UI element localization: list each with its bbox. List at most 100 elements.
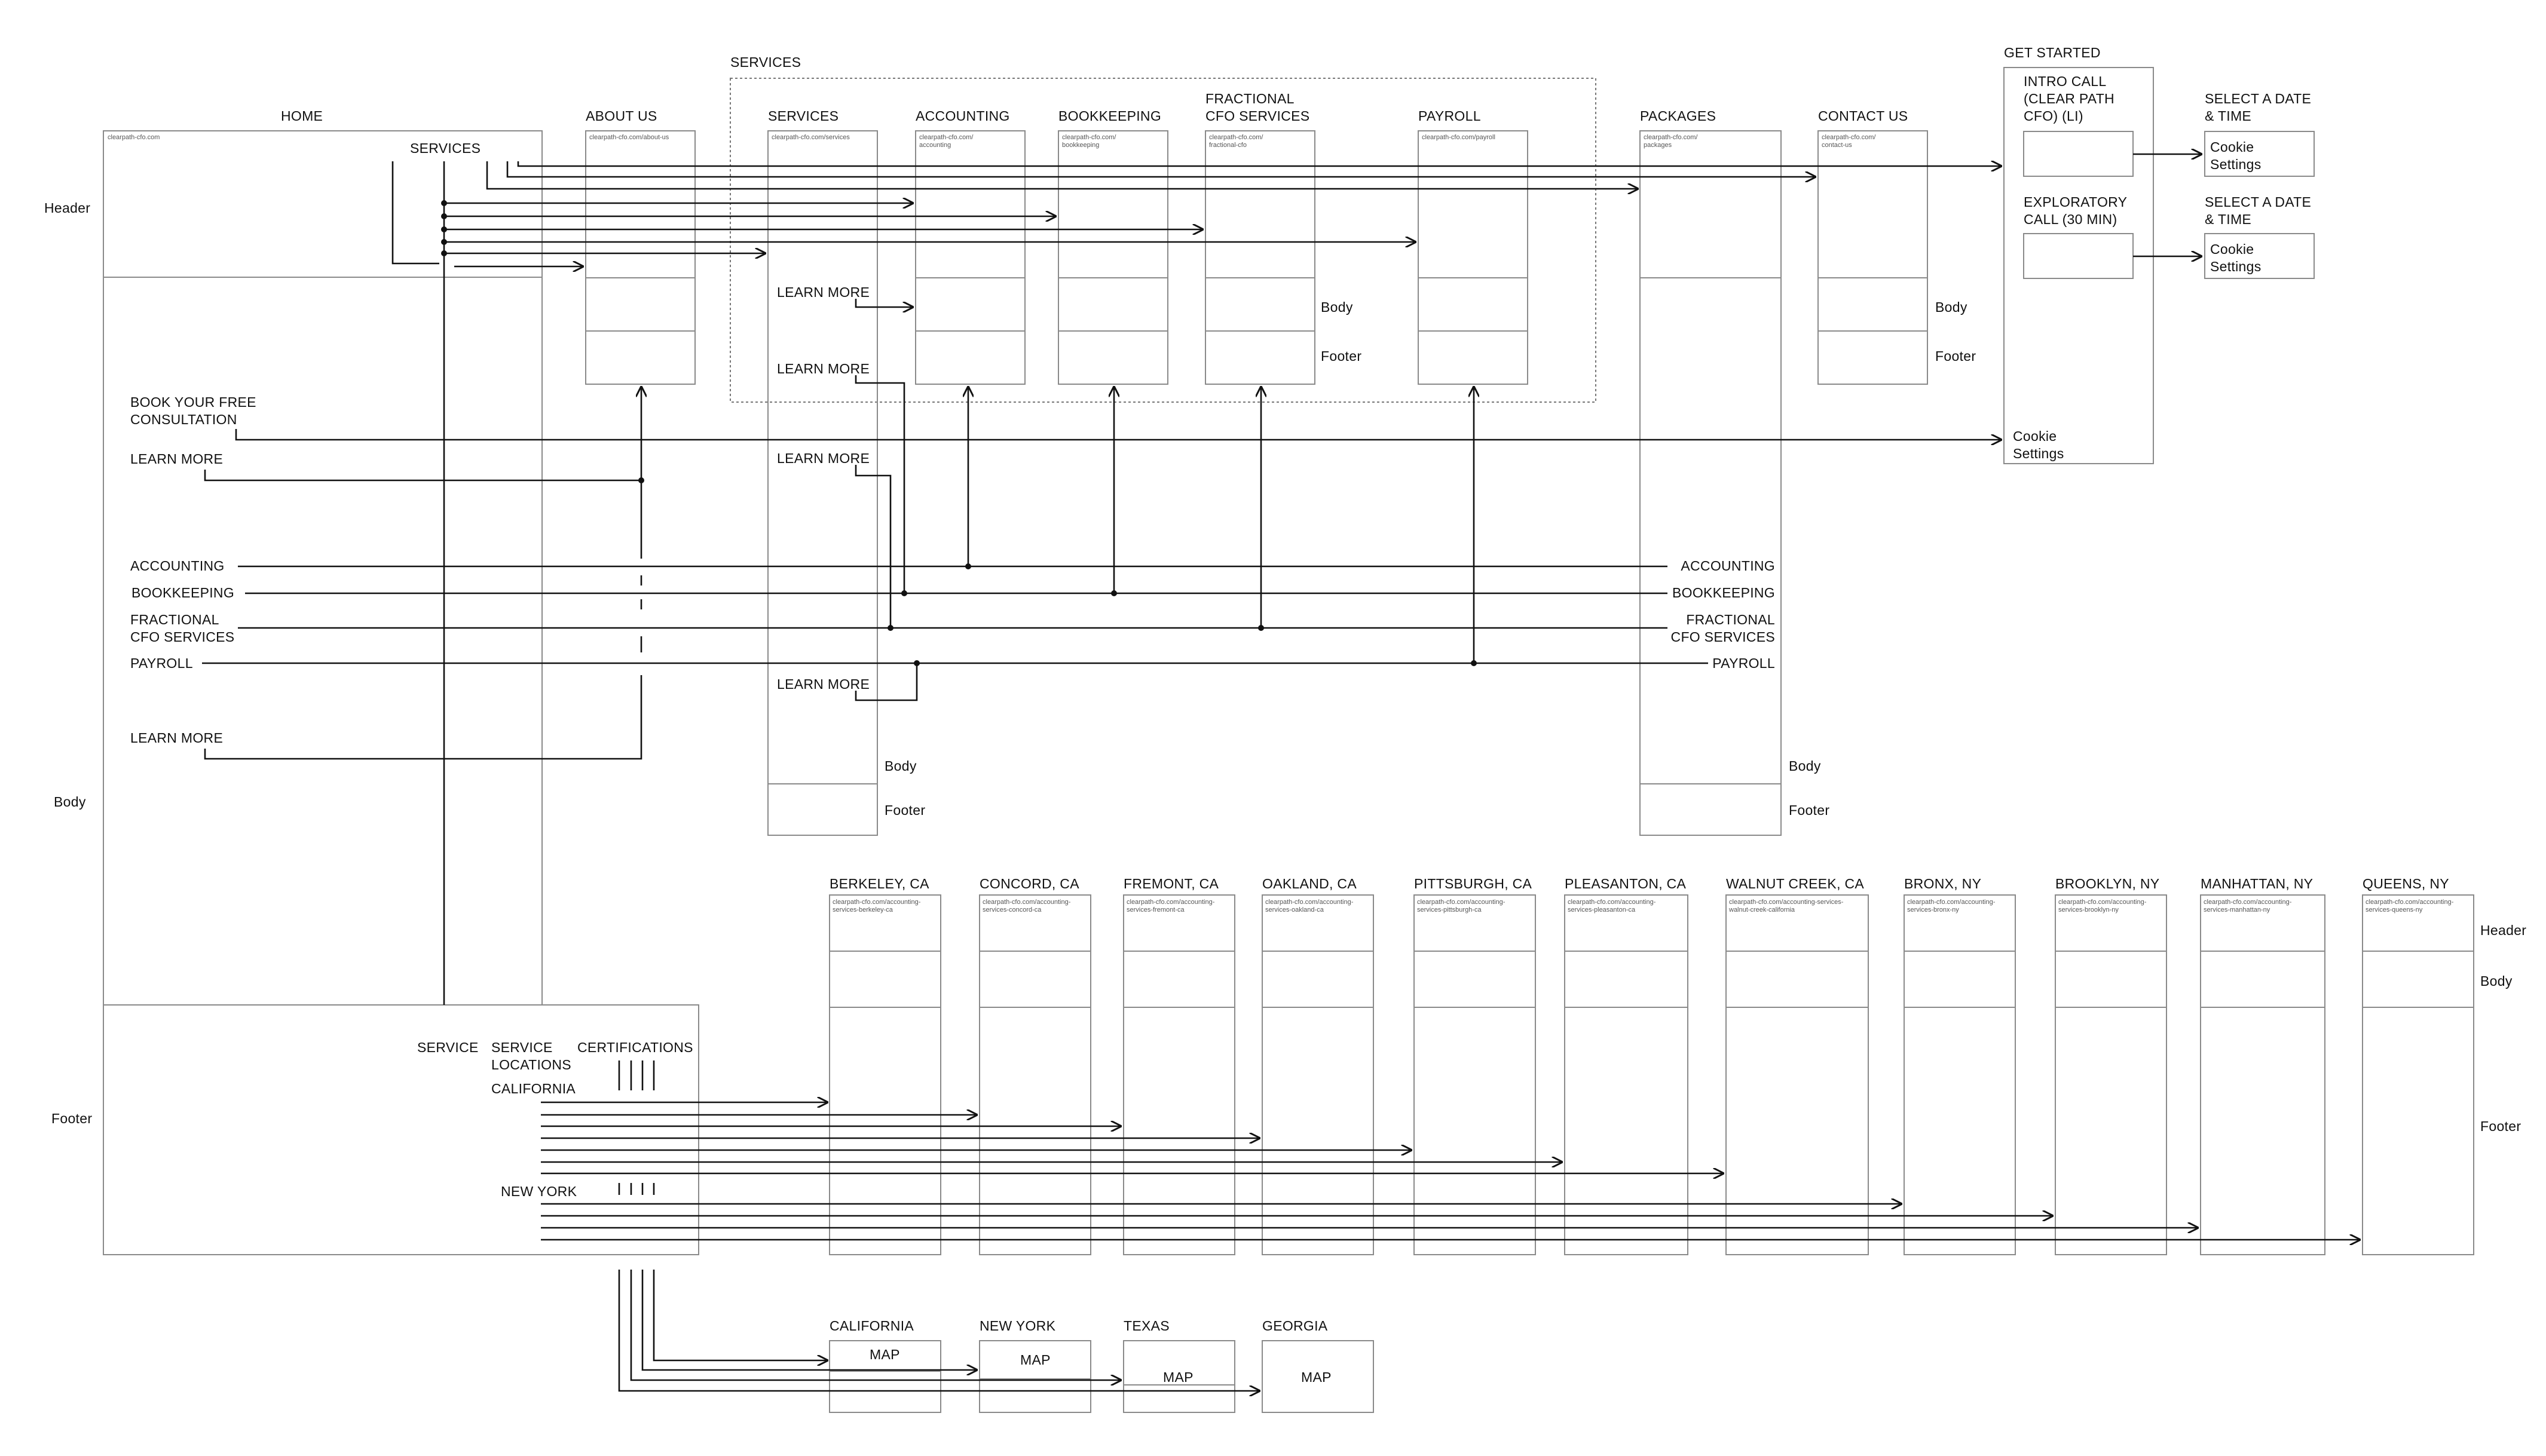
intro-call-box[interactable]: [2023, 131, 2134, 177]
services-learn-more-1[interactable]: LEARN MORE: [777, 284, 870, 300]
location-title: PLEASANTON, CA: [1565, 876, 1687, 891]
packages-payroll[interactable]: PAYROLL: [1712, 655, 1775, 671]
home-fractional-line1[interactable]: FRACTIONAL: [130, 612, 219, 627]
get-started-cookie-line1[interactable]: Cookie: [2013, 428, 2057, 444]
map-title: CALIFORNIA: [830, 1318, 914, 1334]
services-footer-label: Footer: [885, 802, 925, 818]
location-page-oakland: OAKLAND, CA clearpath-cfo.com/accounting…: [1262, 876, 1374, 1255]
home-footer-box: [103, 1004, 699, 1255]
intro-call-line2[interactable]: (CLEAR PATH: [2024, 91, 2114, 106]
services-page: SERVICES clearpath-cfo.com/services LEAR…: [767, 108, 925, 836]
payroll-page: PAYROLL clearpath-cfo.com/payroll: [1418, 108, 1528, 385]
accounting-title: ACCOUNTING: [916, 108, 1010, 124]
map-label: MAP: [870, 1347, 900, 1362]
home-footer-new-york[interactable]: NEW YORK: [501, 1184, 577, 1199]
about-url: clearpath-cfo.com/about-us: [589, 134, 669, 141]
select-date-1-cookie-line1[interactable]: Cookie: [2210, 139, 2254, 155]
fractional-body-label: Body: [1321, 299, 1353, 315]
home-fractional-line2[interactable]: CFO SERVICES: [130, 629, 234, 645]
exploratory-call-line2[interactable]: CALL (30 MIN): [2024, 211, 2117, 227]
packages-fractional-line1[interactable]: FRACTIONAL: [1686, 612, 1775, 627]
fractional-title-line2: CFO SERVICES: [1205, 108, 1309, 124]
accounting-frame: [915, 130, 1026, 385]
home-learn-more-2[interactable]: LEARN MORE: [130, 730, 223, 746]
map-label: MAP: [1301, 1369, 1332, 1385]
get-started-frame: [2003, 67, 2154, 464]
home-book-line1[interactable]: BOOK YOUR FREE: [130, 394, 256, 410]
about-frame: [585, 130, 696, 385]
get-started-page: GET STARTED INTRO CALL (CLEAR PATH CFO) …: [2003, 45, 2315, 464]
location-url-2: services-pleasanton-ca: [1568, 906, 1636, 914]
location-url-1: clearpath-cfo.com/accounting-: [2204, 899, 2292, 906]
location-url-2: services-brooklyn-ny: [2058, 906, 2119, 914]
select-date-1-cookie-line2[interactable]: Settings: [2210, 157, 2262, 172]
location-url-2: services-bronx-ny: [1907, 906, 1959, 914]
bookkeeping-page: BOOKKEEPING clearpath-cfo.com/ bookkeepi…: [1058, 108, 1168, 385]
packages-footer-label: Footer: [1789, 802, 1829, 818]
home-footer-locations-line2[interactable]: LOCATIONS: [491, 1057, 571, 1072]
map-new-york: NEW YORK MAP: [979, 1318, 1091, 1413]
home-footer-service[interactable]: SERVICE: [417, 1040, 479, 1055]
fractional-frame: [1205, 130, 1315, 385]
packages-page: PACKAGES clearpath-cfo.com/ packages ACC…: [1639, 108, 1829, 836]
location-title: BRONX, NY: [1904, 876, 1981, 891]
packages-accounting[interactable]: ACCOUNTING: [1681, 558, 1775, 574]
packages-title: PACKAGES: [1640, 108, 1716, 124]
bookkeeping-url-1: clearpath-cfo.com/: [1062, 134, 1116, 141]
map-label: MAP: [1163, 1369, 1194, 1385]
location-url-2: services-fremont-ca: [1127, 906, 1185, 914]
contact-footer-label: Footer: [1935, 348, 1976, 364]
home-footer-certifications[interactable]: CERTIFICATIONS: [577, 1040, 693, 1055]
contact-url-2: contact-us: [1822, 142, 1852, 149]
fractional-page: FRACTIONAL CFO SERVICES clearpath-cfo.co…: [1205, 91, 1361, 385]
location-url-1: clearpath-cfo.com/accounting-: [1265, 899, 1354, 906]
services-learn-more-4[interactable]: LEARN MORE: [777, 676, 870, 692]
packages-fractional-line2[interactable]: CFO SERVICES: [1671, 629, 1775, 645]
get-started-title: GET STARTED: [2004, 45, 2101, 60]
services-title: SERVICES: [768, 108, 839, 124]
contact-url-1: clearpath-cfo.com/: [1822, 134, 1876, 141]
home-book-line2[interactable]: CONSULTATION: [130, 412, 237, 427]
select-date-2-cookie-line1[interactable]: Cookie: [2210, 241, 2254, 257]
home-nav-services[interactable]: SERVICES: [410, 140, 481, 156]
location-page-pleasanton: PLEASANTON, CA clearpath-cfo.com/account…: [1564, 876, 1688, 1255]
location-body-label: Body: [2480, 973, 2513, 989]
intro-call-line1[interactable]: INTRO CALL: [2024, 73, 2106, 89]
get-started-cookie-line2[interactable]: Settings: [2013, 446, 2064, 461]
services-learn-more-2[interactable]: LEARN MORE: [777, 361, 870, 376]
select-date-2-box[interactable]: [2204, 233, 2315, 279]
home-accounting[interactable]: ACCOUNTING: [130, 558, 225, 574]
map-title: GEORGIA: [1262, 1318, 1328, 1334]
location-title: FREMONT, CA: [1124, 876, 1219, 891]
intro-call-line3[interactable]: CFO) (LI): [2024, 108, 2083, 124]
bookkeeping-title: BOOKKEEPING: [1058, 108, 1161, 124]
contact-frame: [1817, 130, 1928, 385]
payroll-frame: [1418, 130, 1528, 385]
exploratory-call-line1[interactable]: EXPLORATORY: [2024, 194, 2127, 210]
home-learn-more-1[interactable]: LEARN MORE: [130, 451, 223, 467]
select-date-1-box[interactable]: [2204, 131, 2315, 177]
packages-bookkeeping[interactable]: BOOKKEEPING: [1672, 585, 1775, 600]
location-url-1: clearpath-cfo.com/accounting-: [1568, 899, 1656, 906]
services-group-frame: [730, 78, 1596, 403]
bookkeeping-url-2: bookkeeping: [1062, 142, 1099, 149]
map-title: NEW YORK: [980, 1318, 1056, 1334]
about-title: ABOUT US: [586, 108, 657, 124]
services-url: clearpath-cfo.com/services: [772, 134, 850, 141]
home-payroll[interactable]: PAYROLL: [130, 655, 193, 671]
section-label-header: Header: [44, 200, 90, 216]
location-url-1: clearpath-cfo.com/accounting-: [1417, 899, 1505, 906]
home-bookkeeping[interactable]: BOOKKEEPING: [131, 585, 234, 600]
location-url-2: services-concord-ca: [983, 906, 1042, 914]
services-learn-more-3[interactable]: LEARN MORE: [777, 450, 870, 466]
select-date-2-cookie-line2[interactable]: Settings: [2210, 259, 2262, 274]
home-footer-locations-line1[interactable]: SERVICE: [491, 1040, 553, 1055]
location-title: BERKELEY, CA: [830, 876, 929, 891]
location-footer-label: Footer: [2480, 1118, 2521, 1134]
home-footer-california[interactable]: CALIFORNIA: [491, 1081, 576, 1096]
location-title: QUEENS, NY: [2363, 876, 2449, 891]
exploratory-call-box[interactable]: [2023, 233, 2134, 279]
home-page: HOME clearpath-cfo.com SERVICES BOOK YOU…: [103, 108, 699, 1255]
section-label-body: Body: [54, 794, 86, 810]
